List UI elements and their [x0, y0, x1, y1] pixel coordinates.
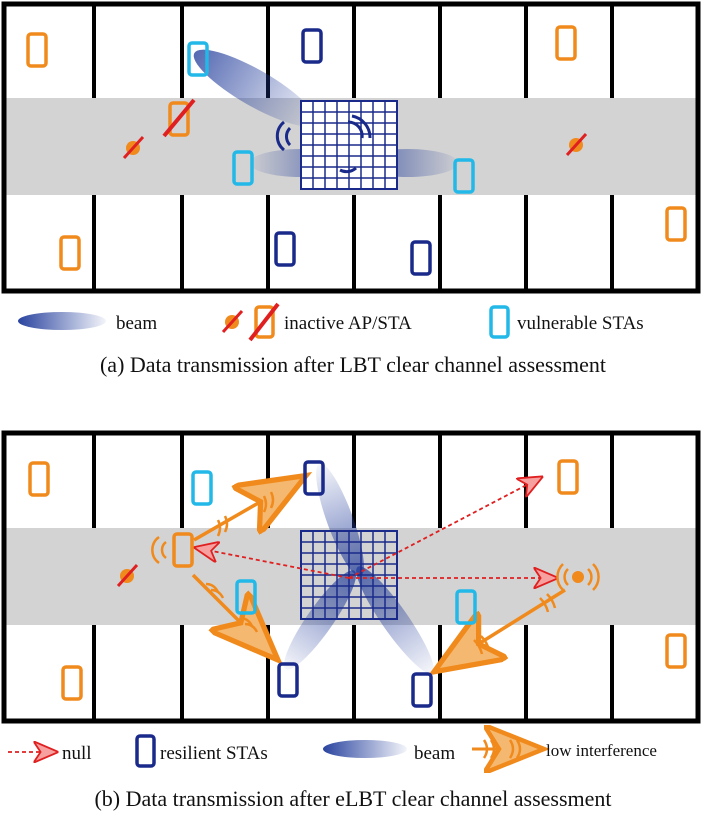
legend-null-label: null — [62, 743, 92, 764]
phone-icon-cyan — [489, 305, 510, 339]
caption-b: (b) Data transmission after eLBT clear c… — [94, 786, 611, 811]
panel-b: null resilient STAs beam low interferenc… — [1, 430, 701, 811]
phone-icon-navy — [274, 231, 296, 267]
low-interference-links — [191, 479, 566, 668]
access-point-icon-active — [556, 563, 600, 591]
phone-icon-navy — [301, 28, 323, 64]
legend-beam-label: beam — [414, 743, 455, 764]
low-interference-icon — [472, 740, 538, 758]
beam-icon — [316, 463, 364, 577]
legend-b: null resilient STAs beam low interferenc… — [8, 736, 657, 766]
floor-outline — [1, 430, 701, 724]
phone-icon-orange — [254, 305, 275, 339]
phone-icon-orange — [26, 32, 48, 68]
phone-icon-navy — [135, 734, 156, 768]
antenna-array-icon — [275, 100, 398, 190]
legend-inactive-label: inactive AP/STA — [284, 313, 412, 334]
room-walls — [92, 4, 614, 291]
caption-a: (a) Data transmission after LBT clear ch… — [100, 352, 606, 377]
inactive-slash — [162, 98, 196, 138]
legend-resilient-label: resilient STAs — [160, 743, 268, 764]
beam-icon — [193, 49, 317, 127]
access-point-icon-inactive — [565, 132, 588, 157]
phone-icon-orange — [61, 665, 83, 701]
legend-a: beam inactive AP/STA vulnerable STAs — [18, 302, 644, 342]
phone-icon-navy — [303, 460, 325, 496]
phone-icon-cyan — [232, 150, 254, 186]
signal-arc-icon — [151, 535, 167, 565]
legend-beam-label: beam — [116, 313, 157, 334]
phone-icon-cyan — [453, 158, 475, 194]
null-lines — [197, 478, 555, 578]
phone-icon-navy — [411, 672, 433, 708]
floor-outline — [1, 1, 701, 294]
panel-a: beam inactive AP/STA vulnerable STAs (a)… — [1, 1, 701, 377]
phone-icon-orange — [557, 459, 579, 495]
signal-arc-icon — [285, 126, 292, 147]
phone-icon-orange-inactive — [168, 101, 190, 137]
phone-icon-cyan — [187, 41, 209, 77]
access-point-icon-inactive — [122, 135, 145, 160]
phone-icon-orange — [665, 206, 687, 242]
legend-low-interference-label: low interference — [546, 741, 657, 760]
phone-icon-orange — [665, 633, 687, 669]
phone-icon-cyan — [455, 589, 477, 625]
phone-icon-cyan — [191, 470, 213, 506]
phone-icon-orange — [555, 25, 577, 61]
antenna-array-icon — [300, 530, 398, 620]
legend-vulnerable-label: vulnerable STAs — [517, 313, 644, 334]
beam-icon — [323, 740, 407, 758]
phone-icon-navy — [410, 240, 432, 276]
phone-icon-orange — [59, 235, 81, 271]
phone-icon-orange — [28, 461, 50, 497]
phone-icon-orange-active — [172, 532, 194, 568]
phone-icon-navy — [277, 662, 299, 698]
phone-icon-cyan — [235, 579, 257, 615]
beam-icon — [18, 312, 106, 330]
access-point-icon-inactive — [116, 563, 139, 588]
